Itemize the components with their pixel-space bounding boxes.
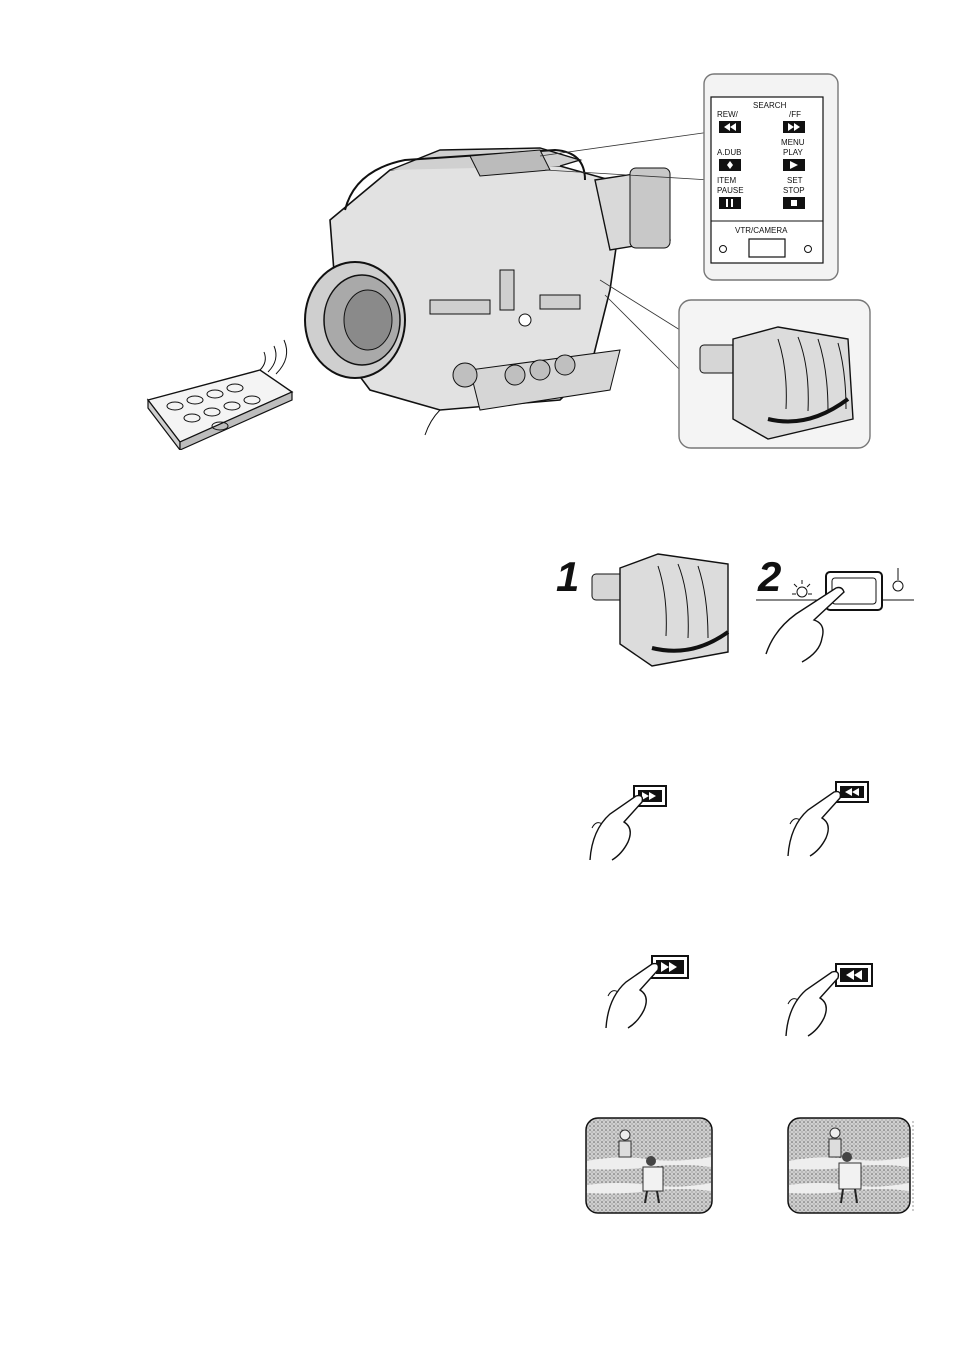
search-label: SEARCH bbox=[753, 101, 787, 110]
pointing-hand-icon bbox=[606, 964, 658, 1028]
menu-label: MENU bbox=[781, 138, 805, 147]
playback-screen-2 bbox=[787, 1117, 915, 1214]
pointing-hand-icon bbox=[766, 588, 844, 663]
hand-press-ff-1 bbox=[582, 780, 682, 866]
playback-screen-1 bbox=[585, 1117, 713, 1214]
hand-press-rew-2 bbox=[780, 958, 880, 1042]
pause-icon bbox=[726, 199, 728, 207]
pointing-hand-icon bbox=[788, 792, 840, 856]
ff-label: /FF bbox=[789, 110, 801, 119]
step1-grip-illustration bbox=[588, 540, 733, 668]
rew-button[interactable] bbox=[719, 121, 741, 133]
item-label: ITEM bbox=[717, 176, 736, 185]
ff-button[interactable] bbox=[783, 121, 805, 133]
pause-label: PAUSE bbox=[717, 186, 744, 195]
vtr-camera-button[interactable] bbox=[749, 239, 785, 257]
play-label: PLAY bbox=[783, 148, 804, 157]
grip-inset bbox=[678, 299, 871, 449]
play-button[interactable] bbox=[783, 159, 805, 171]
remote-control-icon bbox=[148, 340, 292, 450]
vtr-lamp bbox=[720, 246, 727, 253]
adub-label: A.DUB bbox=[717, 148, 741, 157]
set-label: SET bbox=[787, 176, 803, 185]
stop-button[interactable] bbox=[783, 197, 805, 209]
step-number-1: 1 bbox=[556, 556, 579, 598]
pointing-hand-icon bbox=[786, 972, 838, 1036]
stop-icon bbox=[791, 200, 797, 206]
rew-label: REW/ bbox=[717, 110, 739, 119]
adub-button[interactable] bbox=[719, 159, 741, 171]
vtr-camera-label: VTR/CAMERA bbox=[735, 226, 788, 235]
camera-lamp bbox=[805, 246, 812, 253]
hand-press-rew-1 bbox=[780, 776, 880, 862]
step2-button-illustration bbox=[752, 560, 914, 670]
pause-button[interactable] bbox=[719, 197, 741, 209]
pointing-hand-icon bbox=[590, 796, 642, 860]
hand-press-ff-2 bbox=[600, 950, 700, 1034]
stop-label: STOP bbox=[783, 186, 805, 195]
control-panel-inset: SEARCH REW/ /FF MENU A.DUB PLAY ITEM SET… bbox=[703, 73, 839, 281]
